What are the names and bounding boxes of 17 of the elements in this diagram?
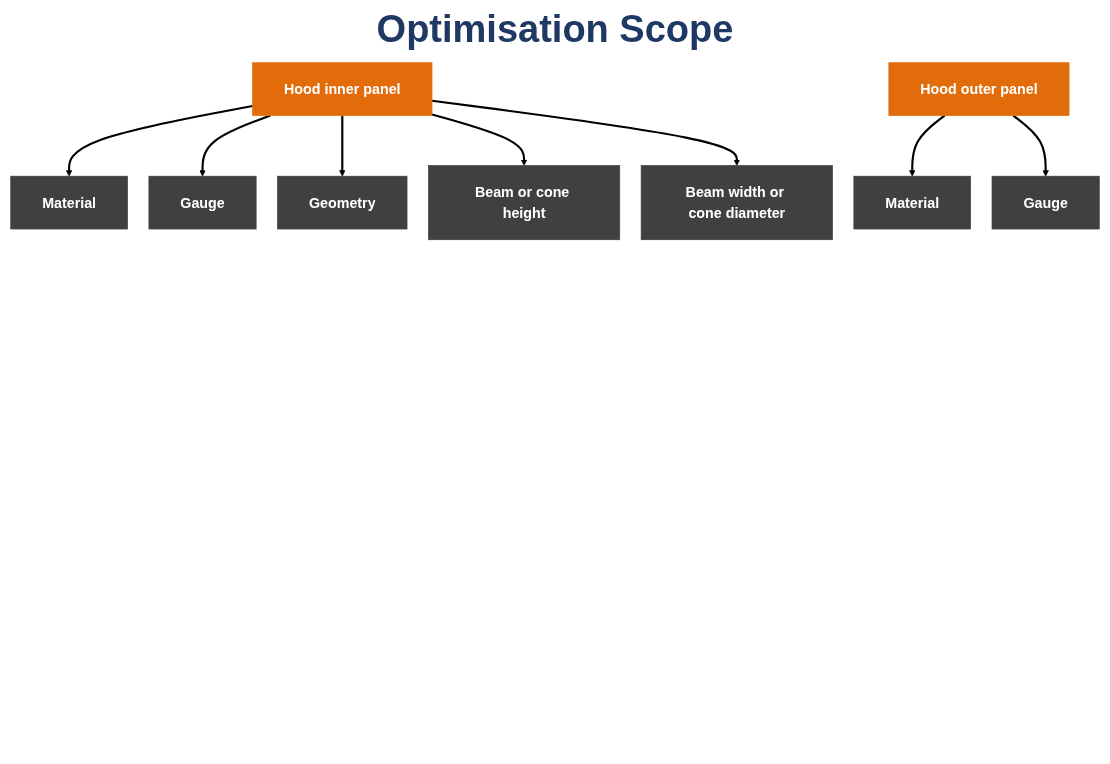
arrow — [65, 104, 253, 177]
arrow — [909, 114, 946, 177]
node-box: Gauge — [148, 175, 257, 230]
node-box: Hood outer panel — [888, 62, 1070, 116]
node-box: Beam or cone height — [428, 165, 621, 241]
arrow — [1012, 114, 1049, 177]
arrow — [199, 114, 271, 177]
node-box: Material — [853, 175, 971, 230]
node-box: Material — [10, 175, 128, 230]
node-box: Gauge — [991, 175, 1100, 230]
arrow — [431, 99, 740, 166]
arrow — [339, 115, 346, 177]
diagram-title: Optimisation Scope — [375, 8, 735, 51]
node-box: Hood inner panel — [252, 62, 433, 116]
node-box: Geometry — [277, 175, 408, 230]
node-box: Beam width or cone diameter — [640, 165, 833, 241]
arrow — [431, 113, 528, 166]
